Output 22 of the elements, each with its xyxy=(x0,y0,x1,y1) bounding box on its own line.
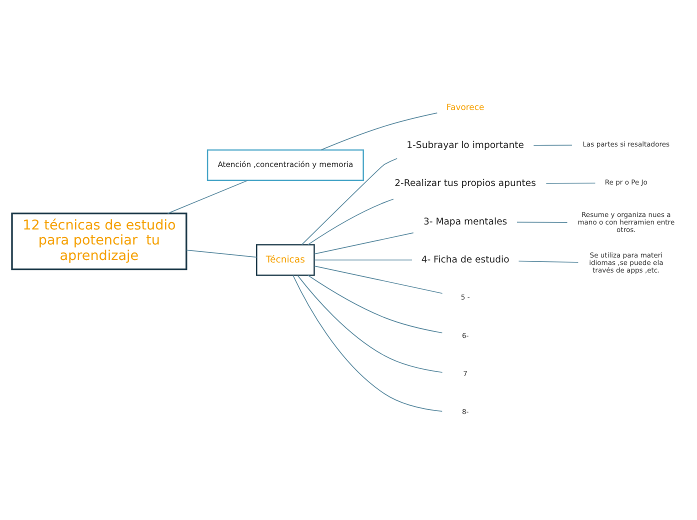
connector xyxy=(186,250,257,258)
connector xyxy=(320,112,438,150)
node-box: Atención ,concentración y memoria xyxy=(206,149,364,182)
connector xyxy=(292,274,443,412)
connector xyxy=(516,222,568,223)
connector xyxy=(314,232,414,254)
connector xyxy=(167,180,248,214)
node-box: 12 técnicas de estudio para potenciar tu aprendizaje xyxy=(11,212,188,270)
connector xyxy=(546,182,596,184)
connector xyxy=(533,144,572,146)
connector xyxy=(308,274,443,334)
connector xyxy=(518,260,579,263)
node-box: Técnicas xyxy=(256,244,315,276)
node-text: 4- Ficha de estudio xyxy=(421,254,510,266)
node-text: 2-Realizar tus propios apuntes xyxy=(394,178,536,190)
connector xyxy=(301,158,398,246)
node-text: 3- Mapa mentales xyxy=(423,216,508,228)
node-text: Favorece xyxy=(446,102,484,112)
connector xyxy=(314,266,443,294)
connector xyxy=(308,198,394,246)
node-text: 1-Subrayar lo importante xyxy=(406,140,524,152)
connector xyxy=(297,275,443,373)
